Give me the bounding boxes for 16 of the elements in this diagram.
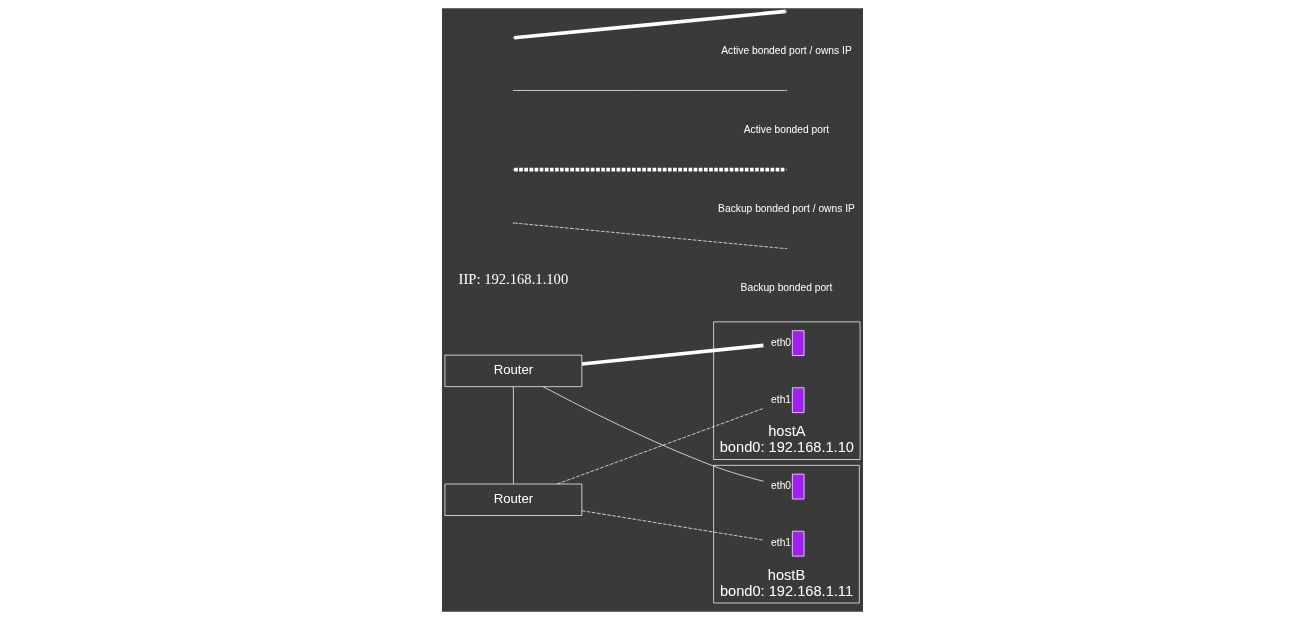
legend-label: Active bonded port / owns IP [721,44,852,56]
node-label: eth1 [771,393,792,405]
label: IIP: 192.168.1.100 [458,270,569,287]
legend-label: Active bonded port [743,123,830,135]
node-label: eth1 [771,537,792,549]
connector [513,386,514,485]
connector [542,386,764,482]
node-label: eth0 [771,480,792,492]
connector [581,343,764,366]
connector [581,510,764,541]
node-box: Router [444,483,583,516]
legend-label: Backup bonded port / owns IP [718,202,855,214]
legend-label: Backup bonded port [740,281,833,293]
node-box: Router [444,354,583,387]
connector [556,408,764,485]
node-label: eth0 [771,336,792,348]
